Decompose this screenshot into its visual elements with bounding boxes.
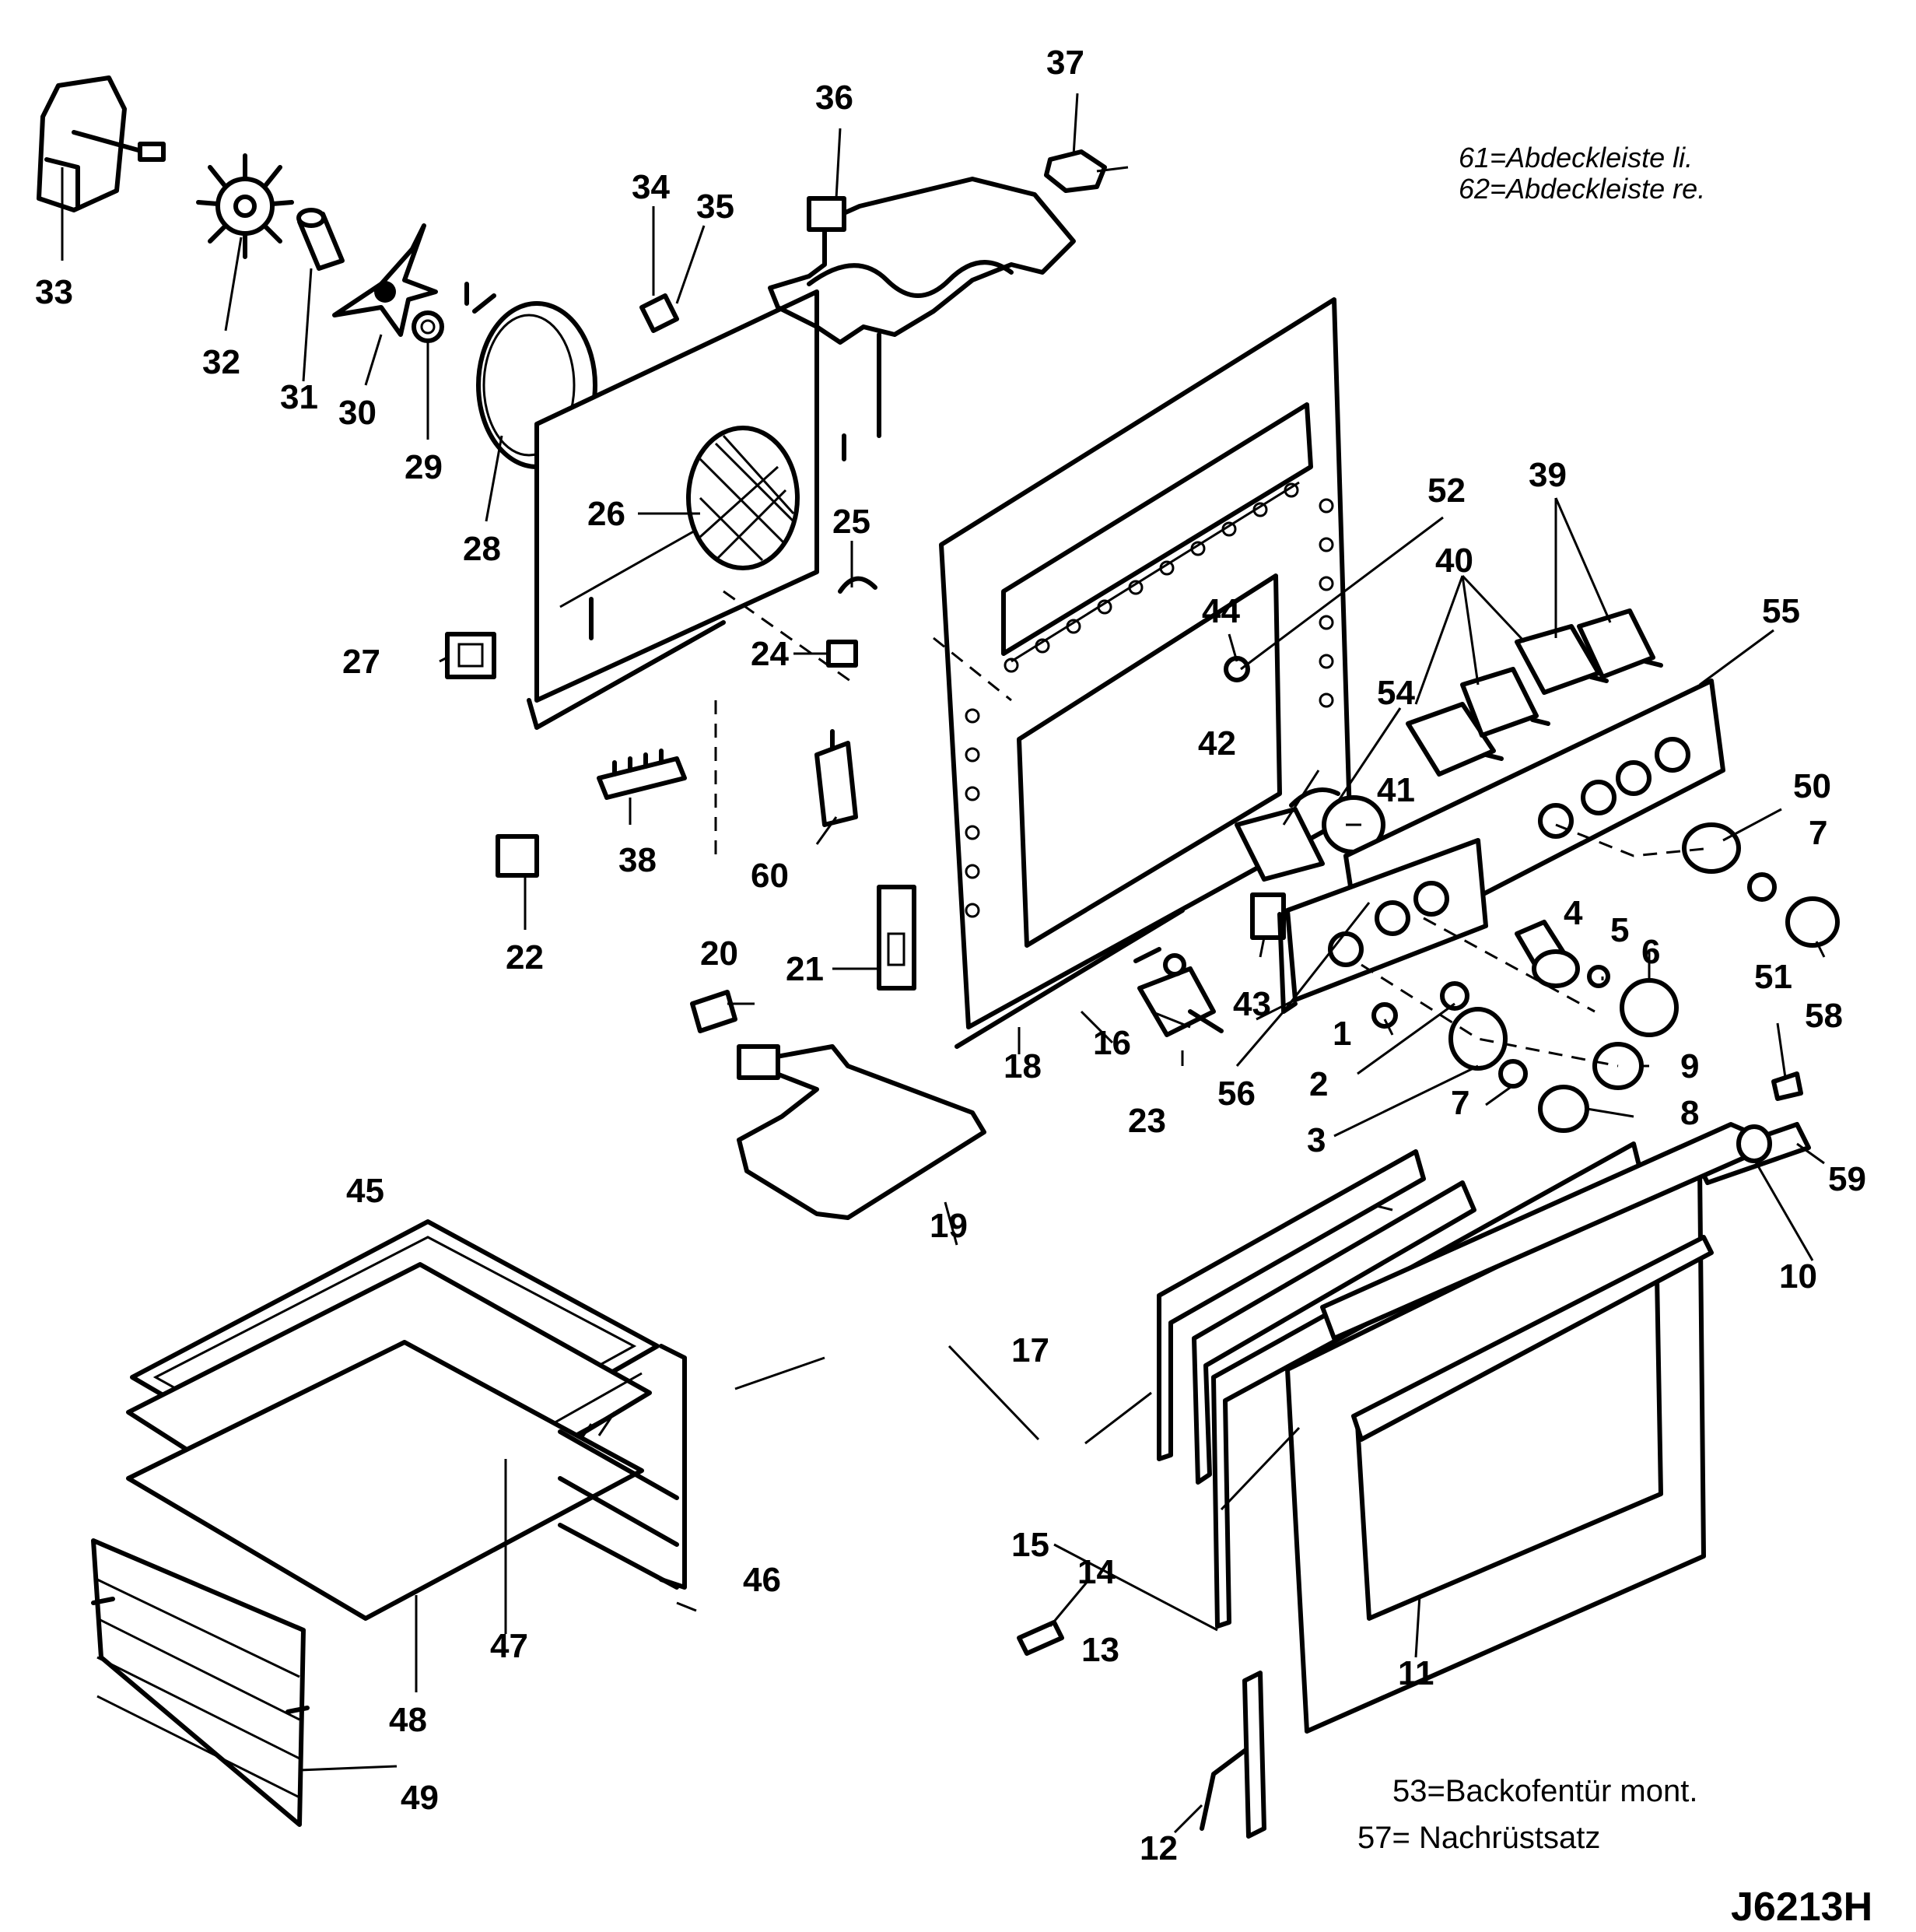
label-29: 29: [405, 448, 443, 486]
legend-notes: 61=Abdeckleiste li. 62=Abdeckleiste re. …: [1357, 142, 1872, 1930]
part-32-fan-wheel: [196, 153, 294, 259]
label-46: 46: [743, 1561, 781, 1599]
part-22-plate: [496, 834, 539, 878]
label-51: 51: [1754, 958, 1792, 996]
label-40: 40: [1435, 542, 1473, 580]
label-32: 32: [202, 343, 240, 381]
label-38: 38: [618, 841, 657, 879]
part-21-bracket: [877, 885, 916, 991]
label-56: 56: [1217, 1075, 1256, 1113]
label-47: 47: [490, 1627, 528, 1665]
label-17: 17: [1011, 1331, 1049, 1369]
note-62: 62=Abdeckleiste re.: [1459, 173, 1705, 205]
part-39-40-switches: [1406, 608, 1663, 777]
leader-lines: [61, 93, 1826, 1834]
label-21: 21: [786, 950, 824, 988]
label-15: 15: [1011, 1526, 1049, 1564]
part-14-hinge-pin: [1017, 1620, 1064, 1656]
part-26-grease-filter: [686, 426, 800, 570]
label-39: 39: [1529, 456, 1567, 494]
part-36-grill-element: [768, 177, 1076, 438]
label-1: 1: [1333, 1015, 1351, 1053]
part-46-side-rail: [558, 1344, 687, 1590]
label-9: 9: [1680, 1047, 1699, 1085]
label-52: 52: [1427, 472, 1466, 510]
part-45-47-48-trays: [126, 1219, 660, 1621]
label-22: 22: [506, 938, 544, 977]
label-5: 5: [1610, 911, 1629, 949]
part-31-sleeve: [296, 208, 345, 271]
label-50: 50: [1793, 767, 1831, 805]
part-38-terminal-block: [597, 749, 687, 800]
label-35: 35: [696, 188, 734, 226]
label-33: 33: [35, 273, 73, 311]
label-59: 59: [1828, 1160, 1866, 1198]
frame-holes: [965, 482, 1334, 918]
part-33-fan-motor: [37, 75, 166, 212]
label-44: 44: [1202, 592, 1240, 630]
assembly-lines: [714, 590, 1712, 1068]
part-number-labels: 1 2 3 4 5 6 7 7 8 9 10 11 12 13 14 15 16…: [35, 44, 1866, 1867]
part-27-lamp-socket: [445, 632, 496, 679]
label-37: 37: [1046, 44, 1084, 82]
label-49: 49: [401, 1779, 439, 1817]
label-36: 36: [815, 79, 853, 117]
label-2: 2: [1309, 1065, 1328, 1103]
part-19-bottom-element: [737, 1044, 986, 1220]
label-4: 4: [1564, 894, 1583, 932]
label-45: 45: [346, 1172, 384, 1210]
note-53: 53=Backofentür mont.: [1392, 1774, 1697, 1808]
part-37-limiter: [1044, 149, 1129, 193]
label-26: 26: [587, 495, 625, 533]
label-23: 23: [1128, 1102, 1166, 1140]
label-11: 11: [1398, 1654, 1434, 1692]
label-6: 6: [1641, 933, 1660, 971]
label-41: 41: [1377, 771, 1415, 809]
label-14: 14: [1077, 1553, 1116, 1591]
label-20: 20: [700, 934, 738, 973]
label-42: 42: [1198, 724, 1236, 763]
part-30-fan-blade: [332, 223, 438, 337]
part-20-plug: [690, 990, 737, 1033]
label-48: 48: [389, 1701, 427, 1739]
label-43: 43: [1233, 985, 1271, 1023]
drawing-code: J6213H: [1731, 1885, 1872, 1930]
label-24: 24: [751, 635, 789, 673]
part-23-selector-switch: [1133, 947, 1224, 1037]
label-13: 13: [1081, 1631, 1119, 1669]
label-18: 18: [1004, 1047, 1042, 1085]
label-12: 12: [1140, 1829, 1178, 1867]
label-30: 30: [338, 394, 377, 432]
label-54: 54: [1377, 674, 1415, 712]
part-49-side-grid: [91, 1538, 310, 1827]
part-door-assembly: [1157, 1122, 1772, 1734]
label-7b: 7: [1809, 814, 1827, 852]
label-60: 60: [751, 857, 789, 895]
part-35-rear-wall: [527, 289, 846, 730]
label-16: 16: [1093, 1024, 1131, 1062]
label-58: 58: [1805, 997, 1843, 1035]
part-25-24-lamp: [826, 576, 877, 668]
part-29-nut: [412, 310, 444, 343]
part-60-door-switch: [814, 729, 858, 827]
label-10: 10: [1779, 1257, 1817, 1296]
label-8: 8: [1680, 1094, 1699, 1132]
label-19: 19: [930, 1207, 968, 1245]
control-knobs: [1371, 822, 1840, 1185]
note-61: 61=Abdeckleiste li.: [1459, 142, 1693, 174]
part-12-door-hinge: [1200, 1671, 1266, 1839]
label-34: 34: [632, 168, 670, 206]
part-34-clip: [639, 293, 679, 333]
parts-drawing: [37, 75, 1840, 1839]
label-3: 3: [1307, 1121, 1326, 1159]
label-27: 27: [342, 643, 380, 681]
label-7a: 7: [1451, 1084, 1469, 1122]
part-56-control-fascia: [1277, 838, 1488, 1014]
label-25: 25: [832, 503, 870, 541]
label-28: 28: [463, 530, 501, 568]
label-55: 55: [1762, 592, 1800, 630]
label-31: 31: [280, 378, 318, 416]
note-57: 57= Nachrüstsatz: [1357, 1821, 1600, 1855]
